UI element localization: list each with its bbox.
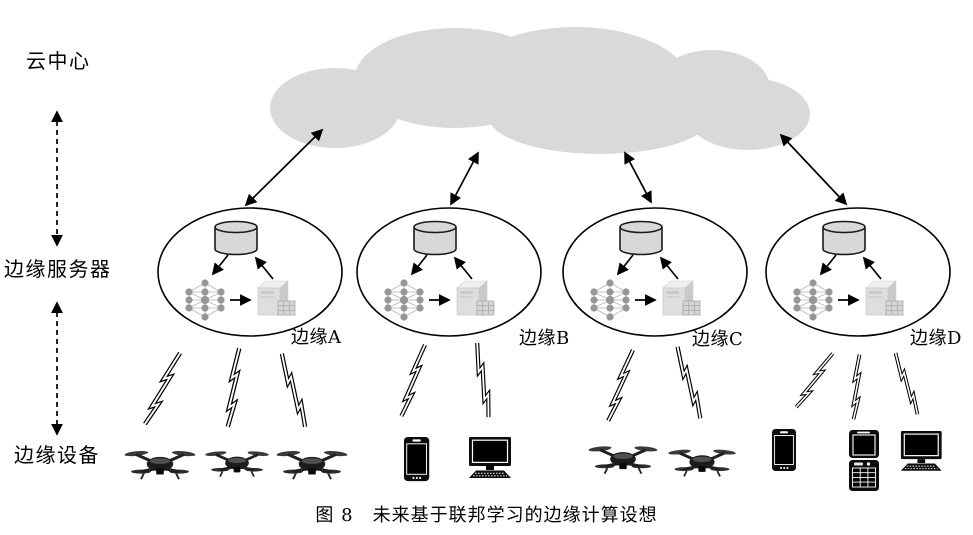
lightning-bolt-icon [464,343,501,417]
cloud-link-arrow-c [624,151,652,204]
label-edge-server: 边缘服务器 [4,257,112,281]
lightning-bolt-icon [270,354,318,427]
desktop-computer-icon [900,430,943,472]
drone-icon [586,444,660,476]
lightning-bolt-icon [145,349,180,428]
drone-icon [274,448,350,481]
lightning-bolt-icon [846,352,867,421]
cloud-link-arrow-b [450,151,479,206]
lightning-bolt-icon [401,343,425,418]
edge-node-d [766,208,950,336]
drone-icon [666,447,738,478]
lightning-bolt-icon [608,348,633,423]
drone-icon [122,448,198,481]
lightning-bolt-icon [794,346,835,414]
edge-node-c [563,208,747,336]
label-edge-device: 边缘设备 [14,443,100,467]
label-edge-a: 边缘A [291,327,342,348]
lightning-bolt-icon [225,348,242,426]
edge-node-b [357,208,541,336]
label-edge-d: 边缘D [910,328,962,349]
feature-phone-icon [848,429,880,492]
lightning-bolt-icon [883,351,930,417]
cloud-icon [270,27,810,154]
desktop-computer-icon [468,436,512,479]
label-edge-c: 边缘C [692,329,744,350]
edge-node-a [158,208,342,336]
label-cloud-center: 云中心 [26,49,91,73]
cloud-link-arrow-a [244,128,324,207]
lightning-bolt-icon [666,347,713,418]
figure-caption: 图 8 未来基于联邦学习的边缘计算设想 [315,505,658,526]
label-edge-b: 边缘B [519,328,570,349]
smartphone-icon [403,436,430,482]
cloud-link-arrow-d [779,133,848,206]
drone-icon [203,449,271,478]
smartphone-icon [771,428,797,472]
